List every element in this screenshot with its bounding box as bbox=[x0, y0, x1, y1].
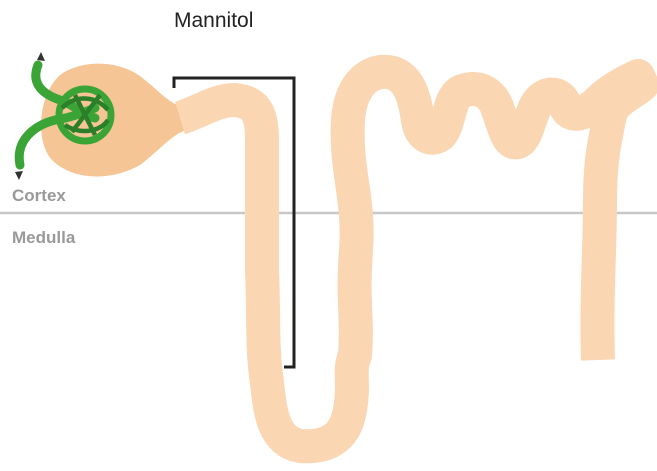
efferent-arrow-icon bbox=[15, 171, 23, 180]
afferent-arrow-icon bbox=[37, 52, 45, 61]
renal-tubule bbox=[180, 72, 642, 446]
medulla-label: Medulla bbox=[12, 228, 75, 248]
cortex-label: Cortex bbox=[12, 186, 66, 206]
page-title: Mannitol bbox=[174, 9, 253, 33]
